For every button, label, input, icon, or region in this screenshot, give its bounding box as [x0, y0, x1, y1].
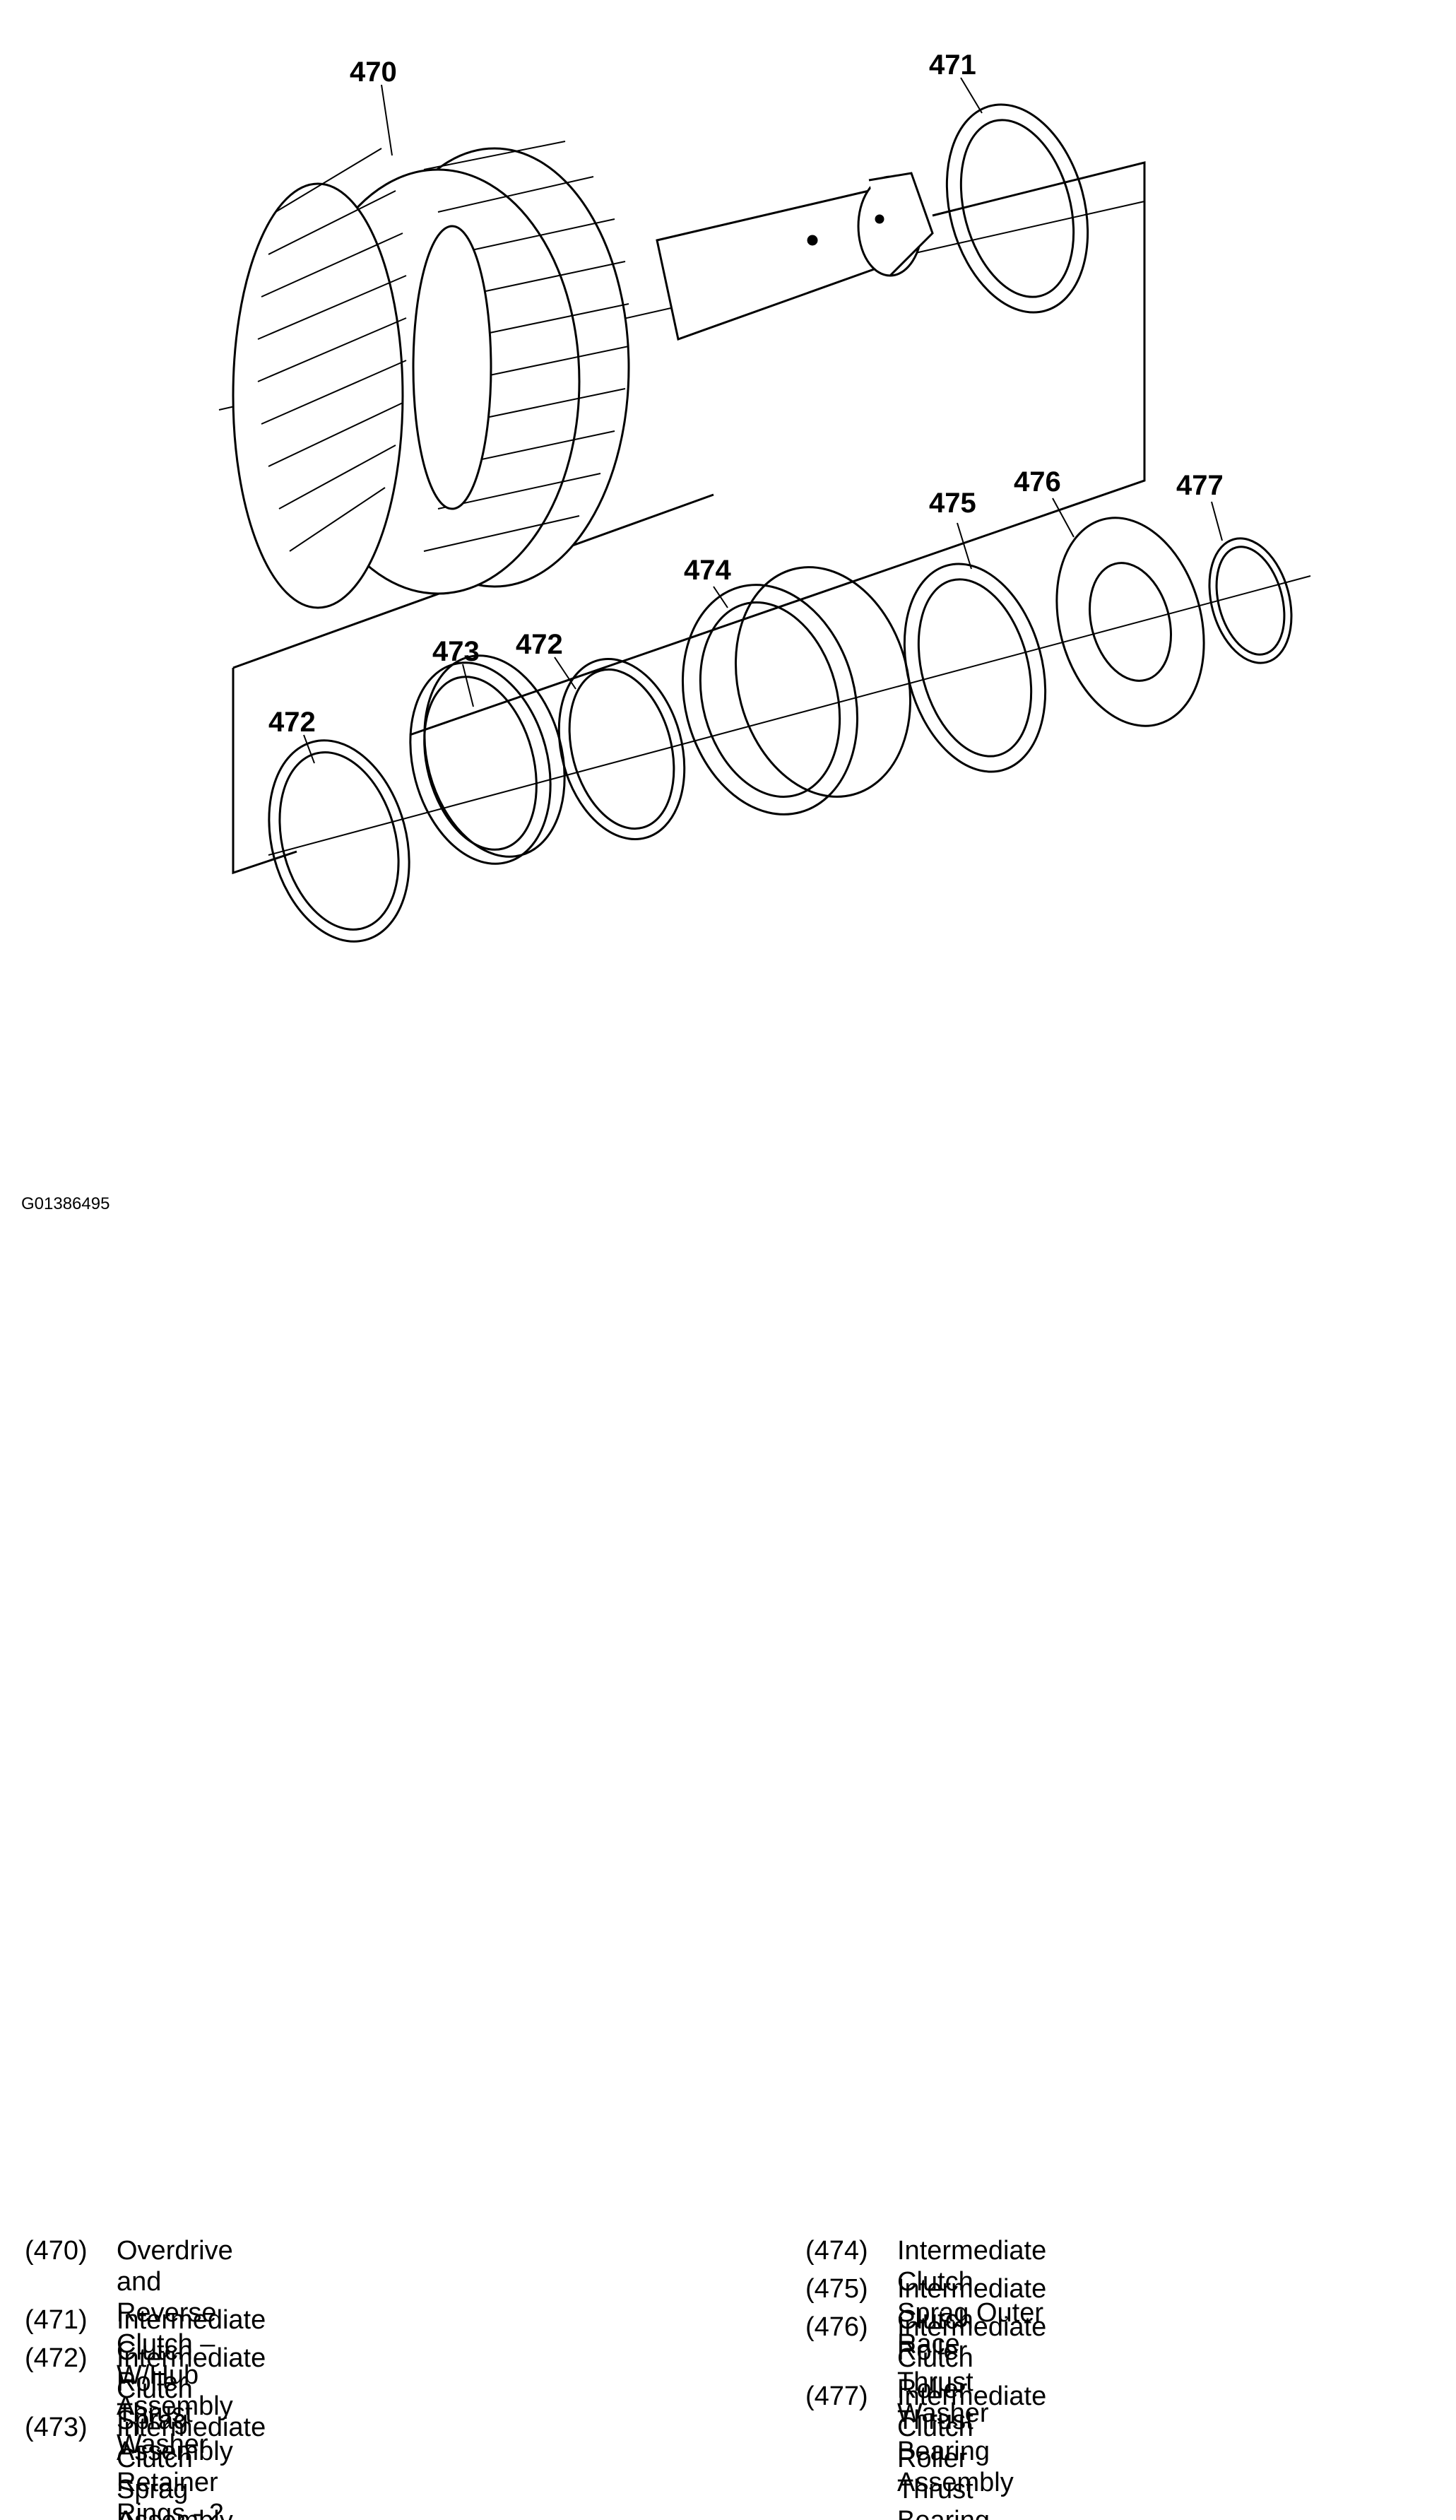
legend-item: (473) Intermediate Clutch Sprag Assembly [25, 2412, 266, 2520]
callout-476: 476 [1014, 466, 1061, 497]
legend-number: (477) [805, 2381, 868, 2411]
callout-471: 471 [929, 49, 976, 81]
callout-475: 475 [929, 488, 976, 519]
callout-474: 474 [684, 555, 731, 586]
callout-470: 470 [350, 57, 397, 88]
legend-number: (473) [25, 2413, 88, 2442]
callout-477: 477 [1176, 470, 1224, 501]
callout-472-right: 472 [516, 629, 563, 660]
part-473-sprag-assembly [409, 654, 566, 865]
part-472-retainer-ring-left [268, 739, 410, 943]
callout-472-left: 472 [268, 707, 316, 738]
legend-description: Intermediate Clutch Roller Thrust Bearin… [897, 2381, 1047, 2520]
part-476-thrust-bearing [1055, 517, 1205, 727]
part-475-thrust-washer [903, 563, 1047, 773]
diagram-canvas: 470 471 472 473 472 474 475 476 477 [218, 49, 1311, 943]
part-477-bearing-retainer [1208, 537, 1293, 664]
part-472-retainer-ring-right [557, 658, 686, 840]
part-474-outer-race [681, 566, 912, 816]
callout-473: 473 [432, 636, 480, 667]
legend-item: (477) Intermediate Clutch Roller Thrust … [805, 2381, 1046, 2520]
leader-lines [303, 77, 1223, 764]
part-471-thrust-washer [945, 103, 1089, 314]
legend-description: Intermediate Clutch Sprag Assembly [117, 2413, 266, 2520]
exploded-view-diagram: 470 471 472 473 472 474 475 476 477 (470… [21, 49, 1311, 2520]
figure-id: G01386495 [21, 1194, 110, 1213]
part-470-clutch-drum [232, 141, 934, 609]
